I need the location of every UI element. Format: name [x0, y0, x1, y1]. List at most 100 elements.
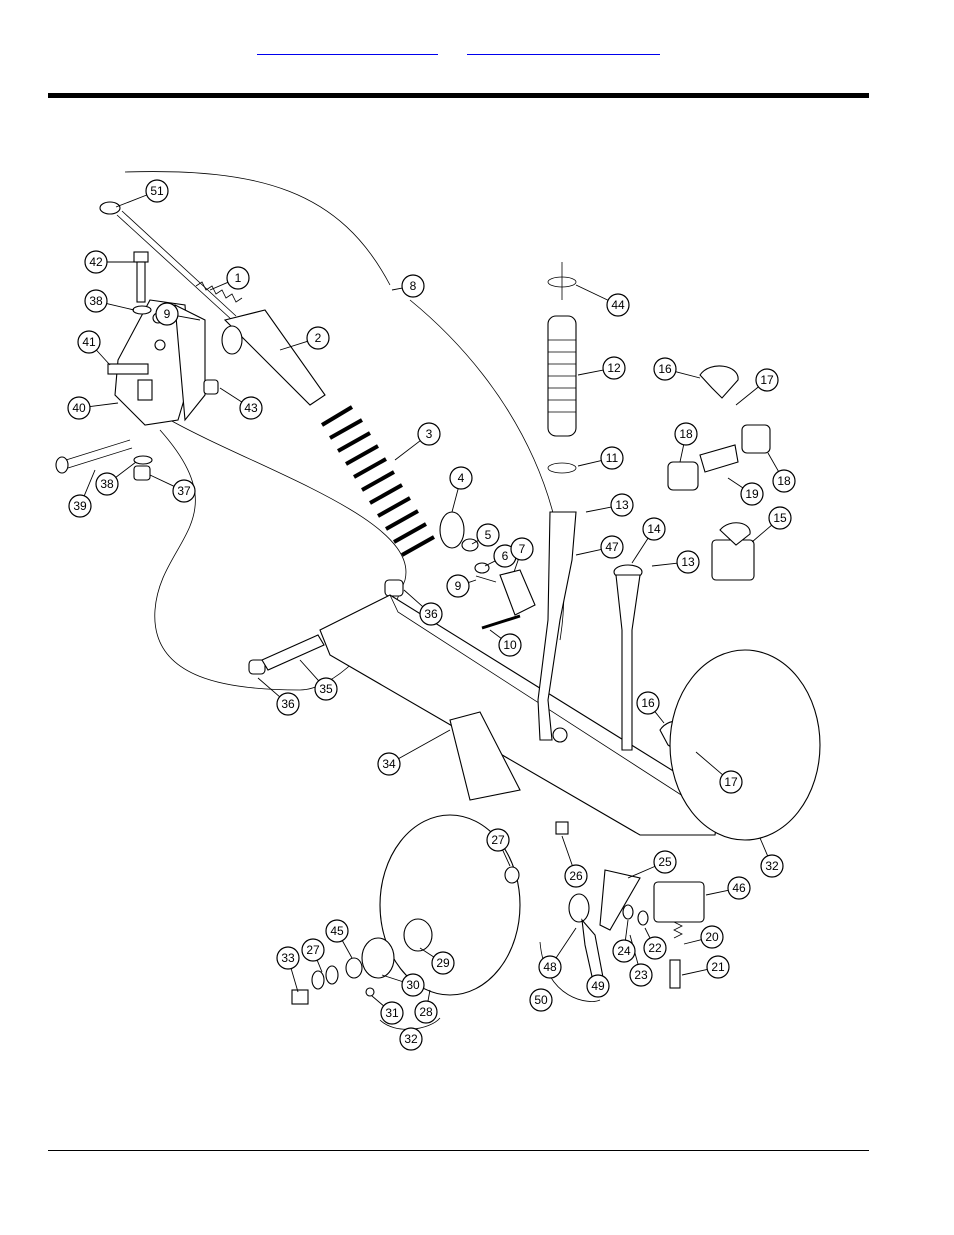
leader-line [652, 563, 677, 566]
bolt-26 [556, 822, 568, 834]
valve-block-15 [712, 523, 754, 580]
callout-1: 1 [210, 267, 249, 290]
leader-line [684, 940, 701, 944]
callout-33: 33 [277, 947, 299, 992]
callout-label: 21 [711, 960, 725, 974]
leader-line [628, 866, 655, 878]
cotter-pin-9 [476, 576, 496, 582]
callout-21: 21 [682, 956, 729, 978]
callout-label: 26 [569, 869, 583, 883]
header-link-left[interactable] [257, 40, 438, 55]
callout-label: 18 [777, 474, 791, 488]
callout-label: 11 [606, 451, 619, 465]
callout-13: 13 [652, 551, 699, 573]
callout-label: 17 [760, 373, 774, 387]
callout-label: 36 [424, 607, 438, 621]
callout-label: 29 [436, 956, 450, 970]
callout-label: 20 [705, 930, 719, 944]
callout-label: 49 [591, 979, 605, 993]
callout-14: 14 [632, 518, 665, 563]
leader-line [736, 387, 758, 405]
callout-51: 51 [116, 180, 168, 207]
callout-32: 32 [400, 1028, 422, 1050]
nut-43 [204, 380, 218, 394]
leader-line [107, 304, 134, 310]
leader-line [404, 590, 423, 607]
header-link-right[interactable] [467, 40, 660, 55]
callout-12: 12 [578, 357, 625, 379]
callout-39: 39 [69, 470, 95, 517]
leader-line [586, 507, 611, 512]
bushing-36-top [385, 580, 403, 596]
callout-label: 27 [491, 833, 505, 847]
leader-line [395, 441, 420, 460]
callout-35: 35 [300, 660, 337, 700]
callout-46: 46 [706, 877, 750, 899]
leader-line [291, 969, 298, 992]
callout-label: 13 [681, 555, 695, 569]
leader-line [576, 285, 608, 300]
callout-44: 44 [576, 285, 629, 316]
leader-line [706, 890, 728, 895]
callout-27: 27 [302, 939, 324, 972]
callout-label: 30 [406, 978, 420, 992]
bottom-rule [48, 1150, 869, 1151]
callout-label: 22 [648, 941, 662, 955]
callout-10: 10 [490, 630, 521, 656]
callout-label: 16 [641, 696, 655, 710]
scraper-25 [600, 870, 640, 930]
leader-line [562, 836, 572, 866]
callout-label: 50 [534, 993, 548, 1007]
callout-41: 41 [78, 331, 110, 365]
nut-37 [134, 466, 150, 480]
callout-11: 11 [578, 447, 623, 469]
shaft-35 [262, 635, 324, 670]
leader-line [578, 370, 603, 375]
callout-43: 43 [220, 388, 262, 419]
callout-16: 16 [637, 692, 664, 723]
callout-label: 10 [503, 638, 517, 652]
callout-26: 26 [562, 836, 587, 887]
callout-label: 35 [319, 682, 333, 696]
leader-line [116, 195, 147, 207]
washer-38-top [133, 306, 151, 314]
bolt-10 [482, 616, 520, 628]
callout-8: 8 [392, 275, 424, 297]
leader-line [556, 928, 576, 958]
callout-label: 38 [100, 477, 114, 491]
washer-38-bottom [134, 456, 152, 464]
callout-label: 43 [244, 401, 258, 415]
leader-line [768, 453, 779, 471]
callout-16: 16 [654, 358, 700, 380]
callout-7: 7 [511, 538, 533, 572]
callout-label: 34 [382, 757, 396, 771]
bellows-tube [548, 316, 576, 436]
callout-label: 27 [306, 943, 320, 957]
spring-cup [440, 512, 464, 548]
leader-line [220, 388, 242, 402]
leader-line [468, 580, 476, 583]
callout-37: 37 [150, 475, 195, 502]
bushing-36-bottom [249, 660, 265, 674]
callout-label: 24 [617, 944, 631, 958]
callout-25: 25 [628, 851, 676, 878]
callout-label: 51 [150, 184, 164, 198]
callout-label: 9 [164, 307, 171, 321]
callout-label: 42 [89, 255, 103, 269]
callout-31: 31 [372, 996, 403, 1024]
leader-line [96, 350, 110, 365]
callout-50: 50 [530, 989, 552, 1011]
callout-label: 46 [732, 881, 746, 895]
callout-label: 32 [404, 1032, 418, 1046]
callout-label: 1 [235, 271, 242, 285]
callout-label: 4 [458, 471, 465, 485]
bolt-42 [134, 252, 148, 302]
leader-line [372, 996, 384, 1006]
callout-label: 45 [330, 924, 344, 938]
leader-line [490, 630, 501, 638]
washer-5 [462, 539, 478, 551]
callout-label: 41 [82, 335, 96, 349]
leader-line [645, 928, 650, 938]
leader-line [625, 920, 628, 940]
callout-42: 42 [85, 251, 138, 273]
